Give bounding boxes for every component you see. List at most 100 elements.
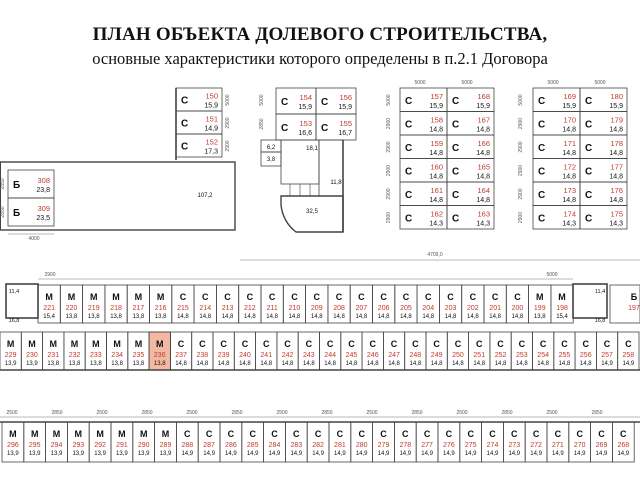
space-area: 14,8	[289, 314, 301, 320]
space-number: 289	[160, 442, 172, 449]
space-area: 14,8	[429, 126, 443, 133]
space-number: 309	[37, 204, 50, 213]
space-code: С	[327, 339, 334, 349]
space-code: С	[348, 339, 355, 349]
space-area: 14,8	[197, 361, 209, 367]
space-number: 282	[312, 442, 324, 449]
space-area: 14,8	[516, 361, 528, 367]
space-area: 14,8	[239, 361, 251, 367]
space-code: Б	[13, 180, 20, 191]
space-number: 163	[477, 209, 490, 218]
space-area: 14,9	[225, 451, 237, 457]
space-number: 288	[181, 442, 193, 449]
space-number: 215	[177, 305, 189, 312]
space-code: С	[492, 292, 499, 302]
space-code: С	[224, 292, 231, 302]
space-code: С	[405, 96, 412, 107]
space-number: 251	[473, 352, 485, 359]
space-area: 13,9	[138, 451, 150, 457]
space-code: С	[467, 429, 474, 439]
space-code: С	[178, 339, 185, 349]
space-cell-198	[550, 284, 574, 324]
space-area: 13,9	[29, 451, 41, 457]
space-code: С	[315, 429, 322, 439]
space-area: 14,8	[512, 314, 524, 320]
space-area: 13,8	[47, 361, 59, 367]
space-area: 14,9	[465, 451, 477, 457]
space-area: 14,8	[378, 314, 390, 320]
space-number: 256	[580, 352, 592, 359]
space-code: С	[184, 429, 191, 439]
space-number: 294	[51, 442, 63, 449]
space-number: 214	[199, 305, 211, 312]
space-area: 14,9	[204, 126, 218, 133]
space-number: 276	[443, 442, 455, 449]
space-number: 162	[430, 209, 443, 218]
space-code: С	[625, 339, 632, 349]
space-area: 14,8	[324, 361, 336, 367]
space-area: 13,8	[90, 361, 102, 367]
space-number: 244	[324, 352, 336, 359]
space-number: 295	[29, 442, 41, 449]
space-code: М	[31, 429, 39, 439]
space-number: 203	[445, 305, 457, 312]
space-area: 14,8	[445, 314, 457, 320]
dimension-label: 2900	[518, 212, 524, 223]
dimension-label: 2500	[96, 410, 107, 416]
space-number: 283	[290, 442, 302, 449]
space-code: С	[538, 119, 545, 130]
space-code: С	[199, 339, 206, 349]
dimension-label: 2500	[456, 410, 467, 416]
space-area: 14,8	[476, 150, 490, 157]
space-number: 208	[333, 305, 345, 312]
dimension-label: 5000	[518, 94, 524, 105]
space-number: 258	[623, 352, 635, 359]
space-area: 14,8	[218, 361, 230, 367]
space-code: С	[402, 429, 409, 439]
space-code: М	[45, 292, 53, 302]
space-number: 166	[477, 139, 490, 148]
space-code: М	[135, 339, 143, 349]
room-area: 11,4	[595, 289, 605, 295]
space-area: 14,9	[203, 451, 215, 457]
space-number: 220	[66, 305, 78, 312]
room-area: 3,8	[267, 157, 276, 163]
space-number: 158	[430, 115, 443, 124]
space-code: С	[452, 96, 459, 107]
space-code: С	[433, 339, 440, 349]
space-area: 14,8	[495, 361, 507, 367]
space-area: 14,8	[562, 197, 576, 204]
space-number: 308	[37, 176, 50, 185]
dimension-label: 5000	[594, 80, 605, 86]
space-number: 161	[430, 186, 443, 195]
dimension-label: 5000	[386, 94, 392, 105]
space-code: С	[358, 429, 365, 439]
space-area: 14,8	[609, 197, 623, 204]
room-outline	[280, 195, 344, 233]
space-area: 14,8	[489, 314, 501, 320]
space-number: 204	[422, 305, 434, 312]
space-code: С	[585, 213, 592, 224]
space-cell-163	[446, 205, 495, 230]
space-area: 13,9	[116, 451, 128, 457]
space-number: 232	[69, 352, 81, 359]
space-number: 175	[610, 209, 623, 218]
space-area: 14,8	[244, 314, 256, 320]
space-area: 14,9	[601, 361, 613, 367]
space-area: 14,9	[574, 451, 586, 457]
space-number: 211	[267, 305, 278, 312]
space-code: С	[405, 119, 412, 130]
title-block: ПЛАН ОБЪЕКТА ДОЛЕВОГО СТРОИТЕЛЬСТВА, осн…	[0, 24, 640, 70]
space-number: 170	[563, 115, 576, 124]
space-area: 14,8	[400, 314, 412, 320]
dimension-label: 5000	[546, 272, 557, 278]
space-code: С	[206, 429, 213, 439]
space-number: 257	[601, 352, 613, 359]
space-area: 13,9	[94, 451, 106, 457]
space-area: 14,8	[429, 150, 443, 157]
space-area: 15,9	[562, 103, 576, 110]
space-code: С	[405, 213, 412, 224]
space-code: С	[455, 339, 462, 349]
dimension-label: 2500	[366, 410, 377, 416]
